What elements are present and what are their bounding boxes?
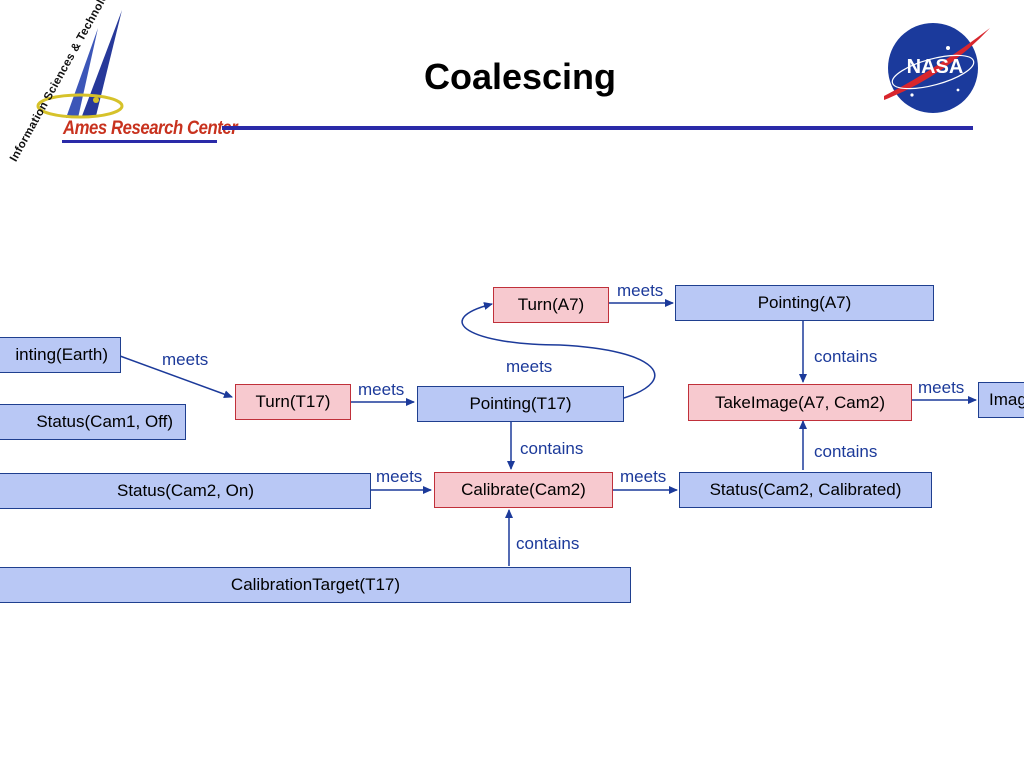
label-pointing-t17-to-calibrate: contains <box>520 439 584 458</box>
label-status-calibrated-to-take-image: contains <box>814 442 878 461</box>
node-status-cam2-on: Status(Cam2, On) <box>0 473 371 509</box>
node-status-cam2-calibrated: Status(Cam2, Calibrated) <box>679 472 932 508</box>
nasa-logo-graphic <box>884 23 990 113</box>
label-take-image-to-image: meets <box>918 378 965 397</box>
ames-logo-orbit <box>36 93 124 119</box>
node-turn-a7: Turn(A7) <box>493 287 609 323</box>
node-image-clipped: Imag <box>978 382 1024 418</box>
label-pointing-a7-to-take-image: contains <box>814 347 878 366</box>
title-rule <box>222 126 973 130</box>
ames-logo-text: Ames Research Center <box>63 118 238 139</box>
label-earth-to-turn-t17: meets <box>162 350 209 369</box>
edge-earth-to-turn-t17 <box>119 355 233 399</box>
ames-logo-wing-inner <box>82 10 122 116</box>
nasa-logo-vector <box>884 28 990 100</box>
label-status-cam2-on-to-calibrate: meets <box>376 467 423 486</box>
edge-pointing-t17-to-turn-a7 <box>461 302 656 399</box>
slide-title: Coalescing <box>423 56 617 97</box>
ames-logo-star <box>93 97 99 103</box>
label-calibrate-to-status-calibrated: meets <box>620 467 667 486</box>
ames-logo-underline <box>62 140 217 143</box>
node-status-cam1-off: Status(Cam1, Off) <box>0 404 186 440</box>
ames-logo-graphic <box>36 10 217 143</box>
nasa-logo-star-1 <box>946 46 950 50</box>
label-turn-a7-to-pointing-a7: meets <box>617 281 664 300</box>
node-take-image: TakeImage(A7, Cam2) <box>688 384 912 421</box>
node-turn-t17: Turn(T17) <box>235 384 351 420</box>
nasa-logo-star-2 <box>910 93 914 97</box>
label-turn-t17-to-pointing-t17: meets <box>358 380 405 399</box>
node-pointing-a7: Pointing(A7) <box>675 285 934 321</box>
node-pointing-earth: inting(Earth) <box>0 337 121 373</box>
label-calibration-target-to-calibrate: contains <box>516 534 580 553</box>
node-calibrate-cam2: Calibrate(Cam2) <box>434 472 613 508</box>
nasa-logo-orbit <box>891 54 975 90</box>
nasa-logo-star-3 <box>956 88 960 92</box>
label-pointing-t17-to-turn-a7: meets <box>506 357 553 376</box>
nasa-logo-text: NASA <box>906 56 964 78</box>
node-pointing-t17: Pointing(T17) <box>417 386 624 422</box>
node-calibration-target: CalibrationTarget(T17) <box>0 567 631 603</box>
